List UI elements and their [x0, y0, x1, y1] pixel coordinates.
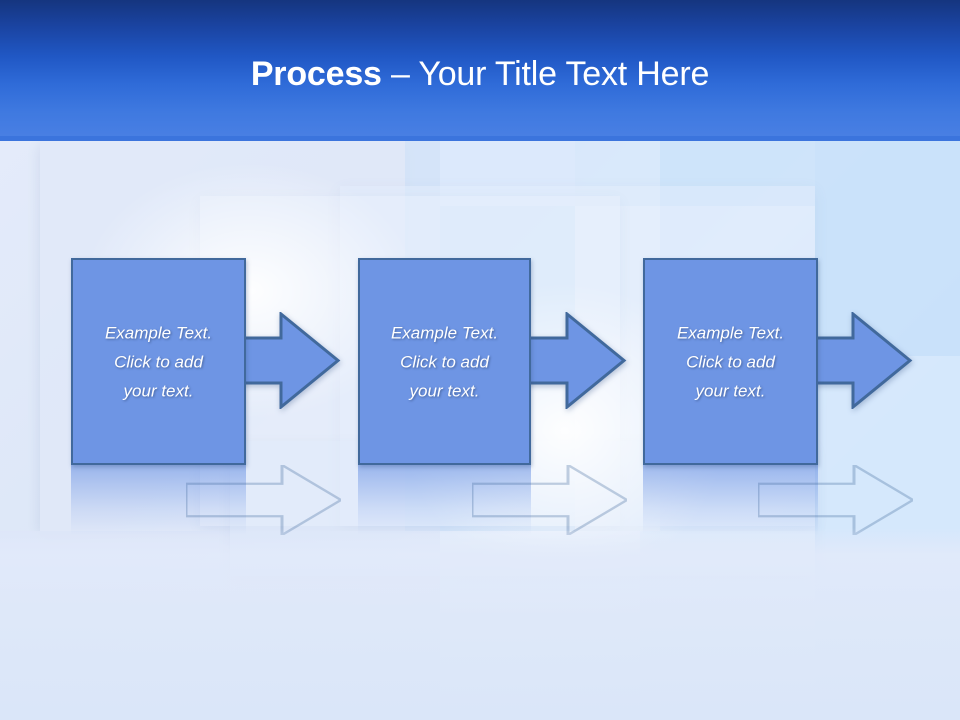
process-box-2[interactable]: Example Text. Click to add your text.	[358, 258, 531, 465]
process-step-1[interactable]: Example Text. Click to add your text.	[71, 258, 341, 465]
process-text-1: Example Text. Click to add your text.	[104, 323, 213, 400]
header-bottom-edge	[0, 136, 960, 141]
bg-tile	[815, 531, 960, 720]
page-title-rest: – Your Title Text Here	[381, 55, 710, 93]
process-box-3[interactable]: Example Text. Click to add your text.	[643, 258, 818, 465]
process-step-3[interactable]: Example Text. Click to add your text.	[643, 258, 913, 465]
process-text-2: Example Text. Click to add your text.	[390, 323, 499, 400]
slide-header: Process – Your Title Text Here	[0, 0, 960, 140]
bg-tile	[815, 356, 960, 531]
page-title-strong: Process	[250, 55, 382, 93]
page-title: Process – Your Title Text Here	[0, 52, 960, 96]
process-step-2[interactable]: Example Text. Click to add your text.	[358, 258, 627, 465]
bg-tile	[815, 141, 960, 356]
process-box-1[interactable]: Example Text. Click to add your text.	[71, 258, 246, 465]
process-text-3: Example Text. Click to add your text.	[676, 323, 785, 400]
